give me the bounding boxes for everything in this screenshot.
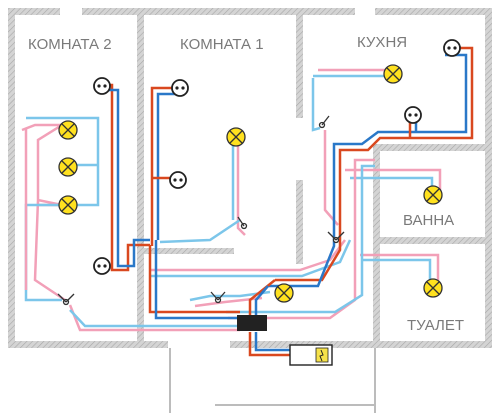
wire-room2-navy (106, 88, 150, 268)
corridor (169, 348, 376, 413)
wire-bath (345, 168, 442, 190)
wire-room1-bottom2 (150, 239, 352, 278)
wire-room1-bottom (150, 239, 346, 272)
wire-kitchen-navy (268, 53, 468, 288)
wires-main (98, 46, 474, 357)
room-label-toilet: ТУАЛЕТ (407, 317, 464, 334)
wire-hall-switch (189, 290, 271, 302)
light-bulb-icon (58, 157, 78, 177)
light-bulb-icon (58, 120, 78, 140)
wire-to-junction-navy (254, 285, 269, 315)
light-bulb-icon (226, 127, 246, 147)
switch-icon (57, 293, 75, 306)
wire-room1-lamp2 (236, 140, 246, 236)
light-bulb-icon (274, 283, 294, 303)
room-label-kitchen: КУХНЯ (357, 34, 407, 51)
socket-icon (93, 257, 111, 275)
room-label-bath: ВАННА (403, 212, 454, 229)
socket-icon (169, 171, 187, 189)
sockets (93, 39, 461, 275)
walls (8, 8, 492, 348)
wire-kitchen-top (311, 78, 321, 132)
switch-icon (318, 115, 330, 129)
lamps (58, 64, 443, 303)
electrical-panel-icon (289, 344, 333, 366)
wire-main-navy (154, 240, 238, 320)
wire-main-red (148, 245, 240, 314)
wire-room2-bottom-blue (69, 309, 238, 328)
wire-panel-red (248, 332, 300, 357)
wire-toilet2 (362, 258, 432, 292)
wire-room1-red (150, 86, 180, 246)
wire-toilet (360, 253, 440, 290)
socket-icon (404, 106, 422, 124)
wire-room2-pink (21, 123, 67, 302)
switch-icon (327, 231, 345, 244)
door-openings (60, 8, 375, 348)
switches (57, 115, 345, 306)
wire-junction-blue (226, 164, 375, 314)
room-label-room1: КОМНАТА 1 (180, 36, 264, 53)
socket-icon (93, 77, 111, 95)
light-bulb-icon (58, 195, 78, 215)
light-bulb-icon (423, 185, 443, 205)
wire-kitchen-red (275, 46, 474, 282)
wire-room1-sw (159, 218, 241, 244)
wire-room1-navy (156, 92, 178, 240)
socket-icon (171, 79, 189, 97)
room-label-room2: КОМНАТА 2 (28, 36, 112, 53)
wires-light (21, 68, 442, 332)
light-bulb-icon (423, 278, 443, 298)
socket-icon (443, 39, 461, 57)
switch-icon (237, 216, 248, 230)
junction-box-icon (237, 315, 267, 331)
wire-panel-navy (254, 332, 300, 352)
light-bulb-icon (383, 64, 403, 84)
switch-icon (210, 291, 226, 304)
